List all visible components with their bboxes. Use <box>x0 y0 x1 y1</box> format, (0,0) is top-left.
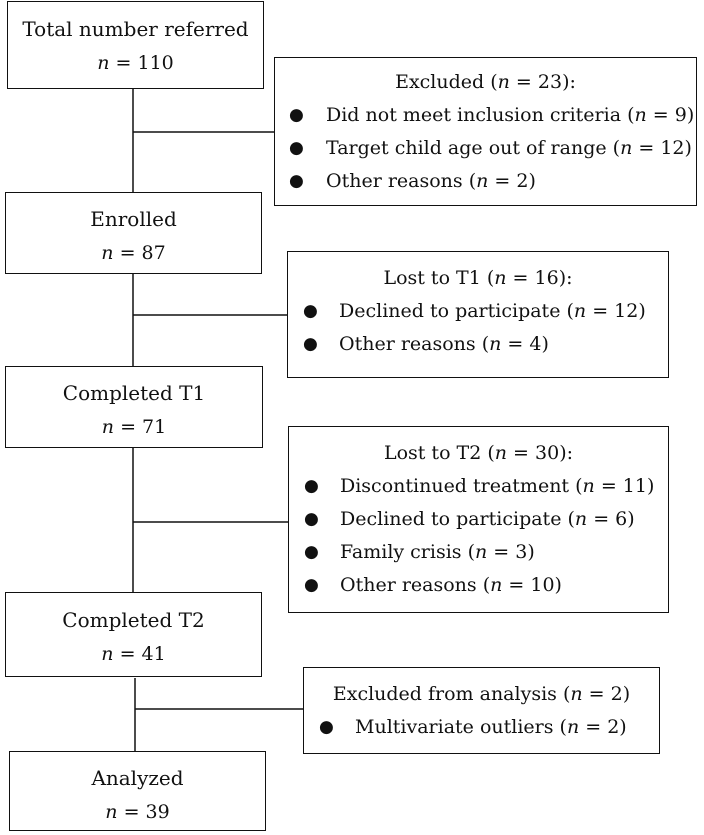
stage-box-completed-t1: Completed T1 n = 71 <box>5 366 263 448</box>
stage-count: n = 71 <box>101 416 167 438</box>
reason-item: ●Other reasons (n = 4) <box>288 328 668 361</box>
stage-count: n = 41 <box>101 643 166 665</box>
stage-box-completed-t2: Completed T2 n = 41 <box>5 592 262 677</box>
side-box-heading: Excluded (n = 23): <box>395 71 576 93</box>
stage-box-referred: Total number referred n = 110 <box>7 1 264 89</box>
bullet-icon: ● <box>304 476 319 496</box>
reason-item: ●Did not meet inclusion criteria (n = 9) <box>275 99 696 132</box>
stage-title: Completed T2 <box>62 608 205 632</box>
stage-title: Enrolled <box>90 207 177 231</box>
stage-box-enrolled: Enrolled n = 87 <box>5 192 262 274</box>
bullet-icon: ● <box>304 575 319 595</box>
stage-count: n = 110 <box>97 52 174 74</box>
lost-to-t1-box: Lost to T1 (n = 16): ●Declined to partic… <box>287 251 669 378</box>
side-box-heading: Excluded from analysis (n = 2) <box>332 683 631 705</box>
stage-title: Analyzed <box>91 766 184 790</box>
side-box-heading: Lost to T2 (n = 30): <box>383 442 574 464</box>
stage-title: Completed T1 <box>62 381 206 405</box>
reason-item: ●Target child age out of range (n = 12) <box>275 132 696 165</box>
reason-item: ●Family crisis (n = 3) <box>289 536 668 569</box>
side-box-heading: Lost to T1 (n = 16): <box>383 267 573 289</box>
bullet-icon: ● <box>304 542 319 562</box>
bullet-icon: ● <box>289 105 304 125</box>
reason-item: ●Discontinued treatment (n = 11) <box>289 470 668 503</box>
reason-item: ●Declined to participate (n = 6) <box>289 503 668 536</box>
stage-title: Total number referred <box>22 17 249 41</box>
reason-item: ●Other reasons (n = 2) <box>275 165 696 198</box>
reason-list: ●Declined to participate (n = 12) ●Other… <box>288 295 668 361</box>
reason-list: ●Did not meet inclusion criteria (n = 9)… <box>275 99 696 198</box>
bullet-icon: ● <box>289 171 304 191</box>
stage-box-analyzed: Analyzed n = 39 <box>9 751 266 831</box>
bullet-icon: ● <box>303 334 318 354</box>
excluded-box: Excluded (n = 23): ●Did not meet inclusi… <box>274 57 697 206</box>
stage-count: n = 39 <box>105 801 170 823</box>
reason-item: ●Multivariate outliers (n = 2) <box>304 711 659 744</box>
bullet-icon: ● <box>304 509 319 529</box>
reason-list: ●Discontinued treatment (n = 11) ●Declin… <box>289 470 668 602</box>
bullet-icon: ● <box>289 138 304 158</box>
reason-item: ●Other reasons (n = 10) <box>289 569 668 602</box>
stage-count: n = 87 <box>101 242 166 264</box>
reason-item: ●Declined to participate (n = 12) <box>288 295 668 328</box>
reason-list: ●Multivariate outliers (n = 2) <box>304 711 659 744</box>
bullet-icon: ● <box>319 717 334 737</box>
excluded-from-analysis-box: Excluded from analysis (n = 2) ●Multivar… <box>303 667 660 754</box>
lost-to-t2-box: Lost to T2 (n = 30): ●Discontinued treat… <box>288 426 669 613</box>
bullet-icon: ● <box>303 301 318 321</box>
